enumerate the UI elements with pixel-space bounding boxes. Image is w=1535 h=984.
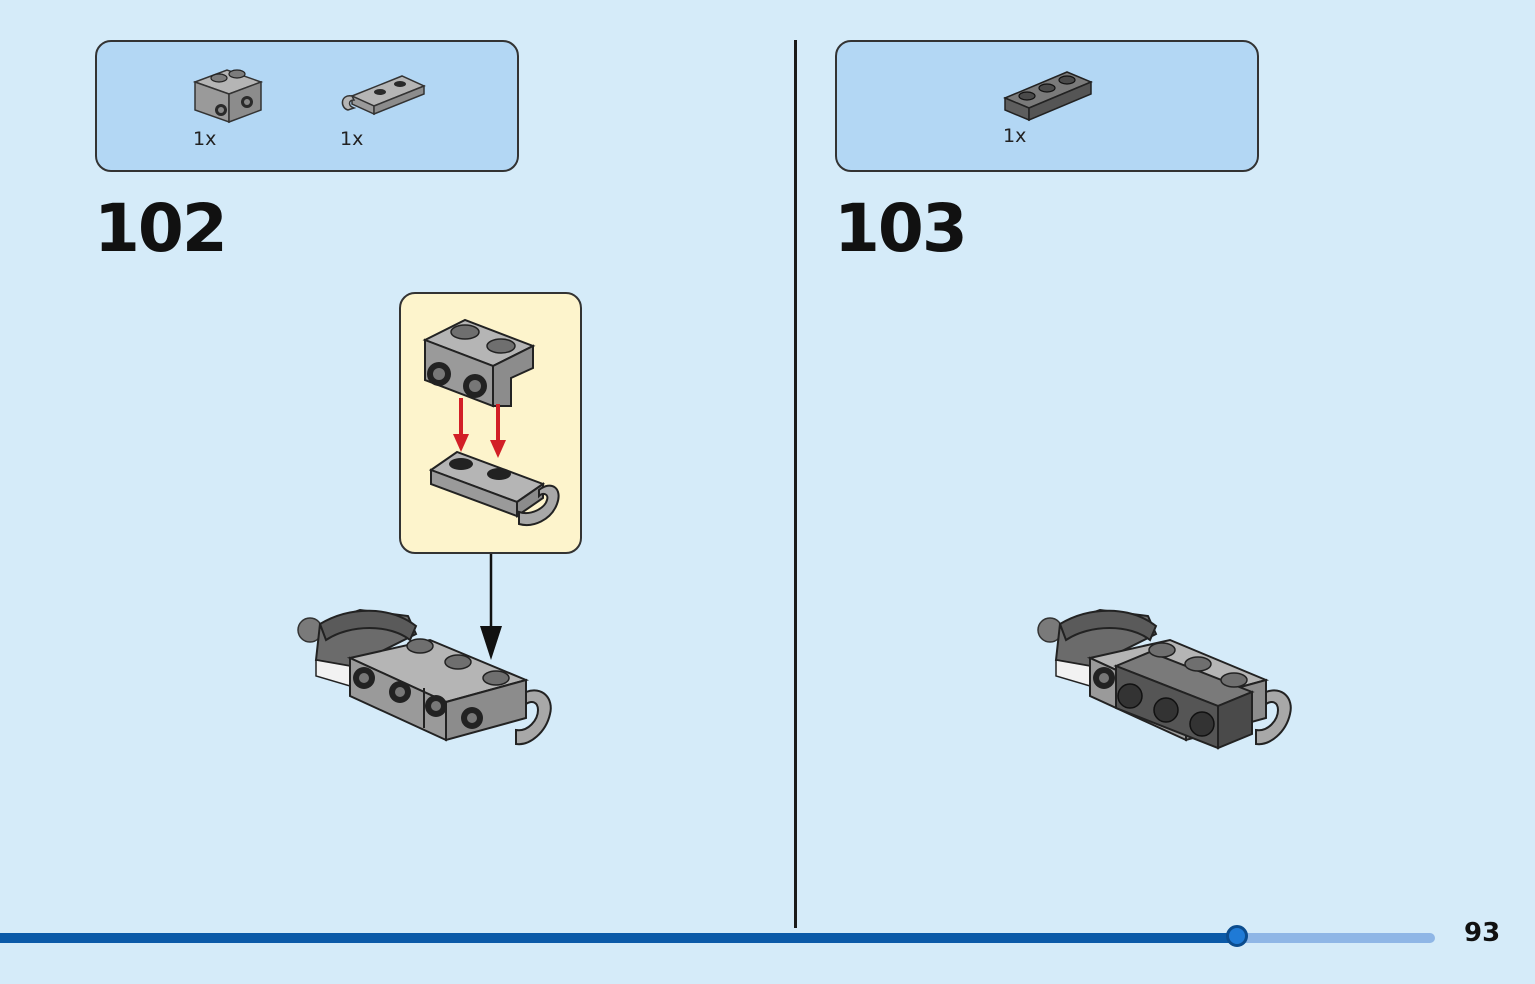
model-step-103 xyxy=(1037,608,1292,750)
part-quantity: 1x xyxy=(1003,125,1027,147)
page-number: 93 xyxy=(1464,918,1501,948)
progress-fill xyxy=(0,933,1237,943)
step-number: 102 xyxy=(94,190,228,267)
page-divider xyxy=(794,40,797,928)
book-progress-bar xyxy=(0,925,1435,947)
sub-assembly-callout xyxy=(399,292,582,554)
part-quantity: 1x xyxy=(193,128,217,150)
parts-list-103: 1x xyxy=(835,40,1259,172)
model-step-102 xyxy=(297,608,552,746)
sub-assembly-illustration xyxy=(422,318,560,526)
bracket-1x2-icon xyxy=(192,69,264,124)
part-quantity: 1x xyxy=(340,128,364,150)
progress-indicator-icon xyxy=(1225,925,1248,947)
step-number: 103 xyxy=(834,190,968,267)
down-arrow xyxy=(480,554,502,660)
plate-1x2-clip-icon xyxy=(341,75,426,116)
parts-list-102: 1x 1x xyxy=(95,40,519,172)
plate-1x3-icon xyxy=(1003,71,1093,122)
